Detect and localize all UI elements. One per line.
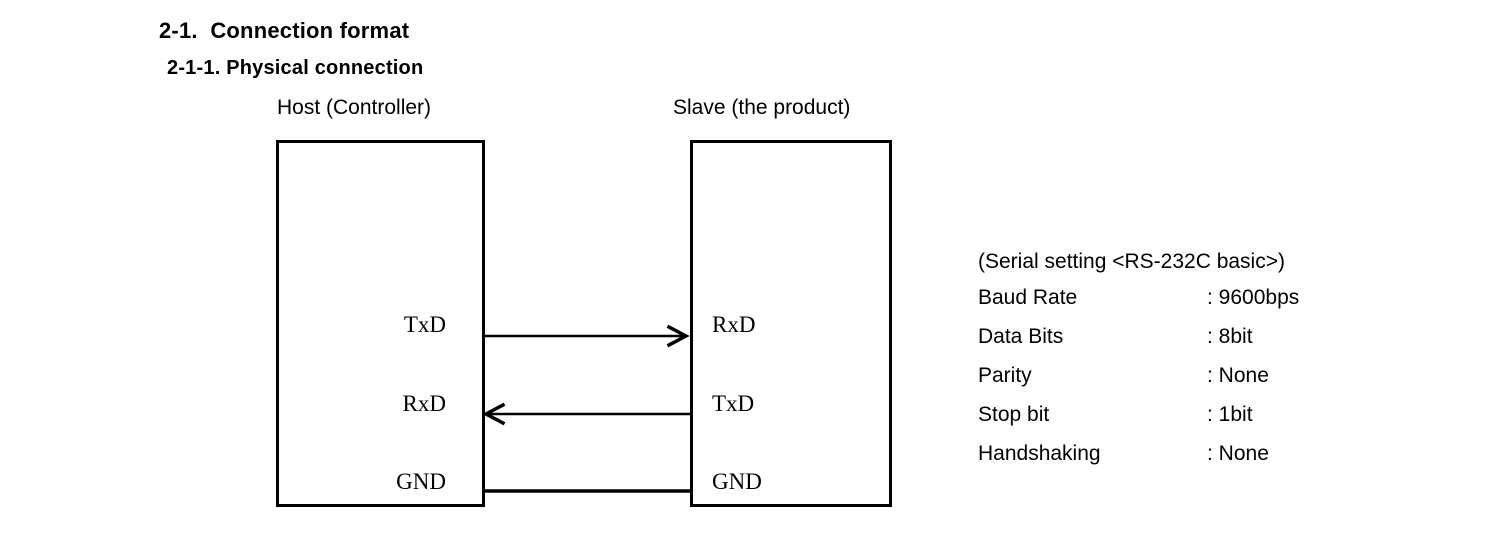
setting-value-parity: : None (1207, 364, 1269, 387)
setting-value-data-bits: : 8bit (1207, 325, 1253, 348)
setting-value-stop-bit: : 1bit (1207, 403, 1253, 426)
slave-device-box (690, 140, 892, 507)
setting-label-parity: Parity (978, 364, 1032, 387)
wire-host-txd-to-slave-rxd (485, 324, 690, 348)
slave-pin-rxd: RxD (712, 312, 756, 337)
settings-row: Baud Rate : 9600bps (978, 286, 1299, 325)
settings-row: Data Bits : 8bit (978, 325, 1285, 364)
setting-label-stop-bit: Stop bit (978, 403, 1050, 426)
host-pin-rxd: RxD (402, 391, 446, 416)
setting-label-data-bits: Data Bits (978, 325, 1064, 348)
settings-row: Stop bit : 1bit (978, 403, 1285, 442)
arrowhead-left-icon (482, 402, 506, 426)
setting-label-baud-rate: Baud Rate (978, 286, 1078, 309)
serial-settings-title: (Serial setting <RS-232C basic>) (978, 250, 1285, 273)
slave-caption: Slave (the product) (673, 96, 851, 119)
setting-value-handshaking: : None (1207, 442, 1269, 465)
setting-value-baud-rate: : 9600bps (1207, 286, 1300, 309)
settings-row: Handshaking : None (978, 442, 1285, 481)
wire-slave-txd-to-host-rxd (482, 402, 690, 426)
arrowhead-right-icon (666, 324, 690, 348)
host-pin-gnd: GND (396, 469, 446, 494)
slave-pin-txd: TxD (712, 391, 755, 416)
serial-settings-panel: (Serial setting <RS-232C basic>) Baud Ra… (978, 250, 1299, 481)
settings-row: Parity : None (978, 364, 1285, 403)
host-device-box (276, 140, 485, 507)
setting-label-handshaking: Handshaking (978, 442, 1101, 465)
section-heading: 2-1. Connection format (159, 18, 410, 43)
slave-pin-gnd: GND (712, 469, 762, 494)
host-pin-txd: TxD (403, 312, 446, 337)
subsection-heading: 2-1-1. Physical connection (167, 57, 424, 79)
host-caption: Host (Controller) (277, 96, 432, 119)
